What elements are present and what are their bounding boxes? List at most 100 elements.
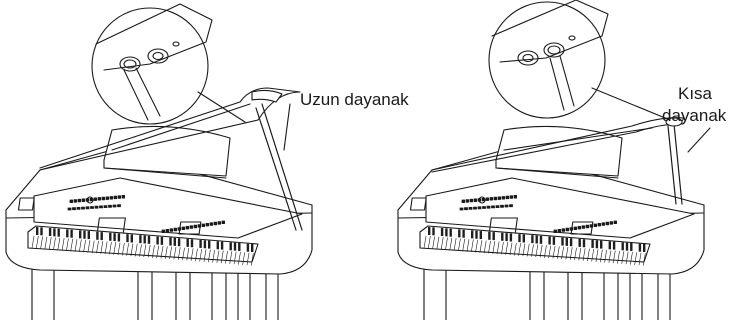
black-key xyxy=(518,234,520,242)
black-key xyxy=(600,241,602,249)
panel-button xyxy=(98,198,101,201)
black-key xyxy=(221,242,223,250)
panel-button xyxy=(73,208,76,210)
panel-button xyxy=(598,223,601,226)
long-stay-label: Uzun dayanak xyxy=(300,90,409,110)
panel-button xyxy=(206,223,209,226)
black-key xyxy=(118,233,120,241)
black-key xyxy=(566,238,568,246)
panel-button xyxy=(104,206,107,208)
panel-button xyxy=(94,198,97,201)
black-key xyxy=(70,230,72,238)
panel-button xyxy=(570,228,573,231)
panel-button xyxy=(554,230,557,233)
magnifier-circle xyxy=(92,8,208,124)
panel-button xyxy=(490,198,493,201)
black-key xyxy=(238,243,240,251)
black-key xyxy=(540,236,542,244)
panel-button xyxy=(182,227,185,230)
black-key xyxy=(230,242,232,250)
black-key xyxy=(178,238,180,246)
panel-button xyxy=(502,197,505,200)
panel-button xyxy=(465,208,468,210)
panel-button xyxy=(170,229,173,232)
panel-button xyxy=(510,205,513,207)
black-key xyxy=(583,239,585,247)
black-key xyxy=(458,229,460,237)
short-stay-rod xyxy=(668,124,682,204)
panel-button xyxy=(95,206,98,208)
panel-button xyxy=(483,207,486,209)
panel-button xyxy=(218,222,221,225)
black-key xyxy=(204,240,206,248)
panel-button xyxy=(474,207,477,209)
black-key xyxy=(174,238,176,246)
black-key xyxy=(591,240,593,248)
panel-button xyxy=(586,225,589,228)
panel-button xyxy=(198,225,201,228)
panel-button xyxy=(166,229,169,232)
black-key xyxy=(531,235,533,243)
panel-button xyxy=(566,228,569,231)
black-key xyxy=(234,243,236,251)
black-key xyxy=(49,228,51,236)
panel-button xyxy=(466,200,469,203)
panel-button xyxy=(77,207,80,209)
black-key xyxy=(561,238,563,246)
black-key xyxy=(156,237,158,245)
panel-button xyxy=(118,196,121,199)
panel-button xyxy=(113,205,116,207)
black-key xyxy=(148,236,150,244)
black-key xyxy=(113,233,115,241)
black-key xyxy=(462,230,464,238)
panel-button xyxy=(492,206,495,208)
black-key xyxy=(505,233,507,241)
black-key xyxy=(441,228,443,236)
black-key xyxy=(579,239,581,247)
black-key xyxy=(622,242,624,250)
black-key xyxy=(450,229,452,237)
black-key xyxy=(131,234,133,242)
black-key xyxy=(480,231,482,239)
panel-display-left xyxy=(18,198,34,210)
black-key xyxy=(187,239,189,247)
panel-button xyxy=(162,230,165,233)
black-key xyxy=(109,233,111,241)
black-key xyxy=(79,230,81,238)
black-key xyxy=(613,242,615,250)
short-stay-piano xyxy=(398,0,710,320)
panel-button xyxy=(501,205,504,207)
panel-button xyxy=(186,226,189,229)
panel-button xyxy=(562,229,565,232)
black-key xyxy=(199,240,201,248)
magnifier-leader xyxy=(198,92,245,122)
black-key xyxy=(58,229,60,237)
panel-button xyxy=(178,228,181,231)
black-key xyxy=(609,241,611,249)
black-key xyxy=(493,232,495,240)
black-key xyxy=(553,237,555,245)
panel-button xyxy=(118,205,121,207)
panel-button xyxy=(494,197,497,200)
panel-button xyxy=(122,195,125,198)
black-key xyxy=(475,231,477,239)
magnifier-circle xyxy=(489,2,605,118)
black-key xyxy=(523,234,525,242)
black-key xyxy=(36,227,38,235)
black-key xyxy=(191,239,193,247)
panel-button xyxy=(102,197,105,200)
panel-button xyxy=(214,222,217,225)
short-stay-label-line1: Kısa xyxy=(678,84,712,104)
black-key xyxy=(66,229,68,237)
panel-display-left xyxy=(410,198,426,210)
black-key xyxy=(83,231,85,239)
panel-button xyxy=(222,221,225,224)
black-key xyxy=(88,231,90,239)
black-key xyxy=(53,228,55,236)
black-key xyxy=(501,233,503,241)
black-key xyxy=(488,232,490,240)
panel-button xyxy=(486,198,489,201)
black-key xyxy=(247,244,249,252)
panel-button xyxy=(582,226,585,229)
